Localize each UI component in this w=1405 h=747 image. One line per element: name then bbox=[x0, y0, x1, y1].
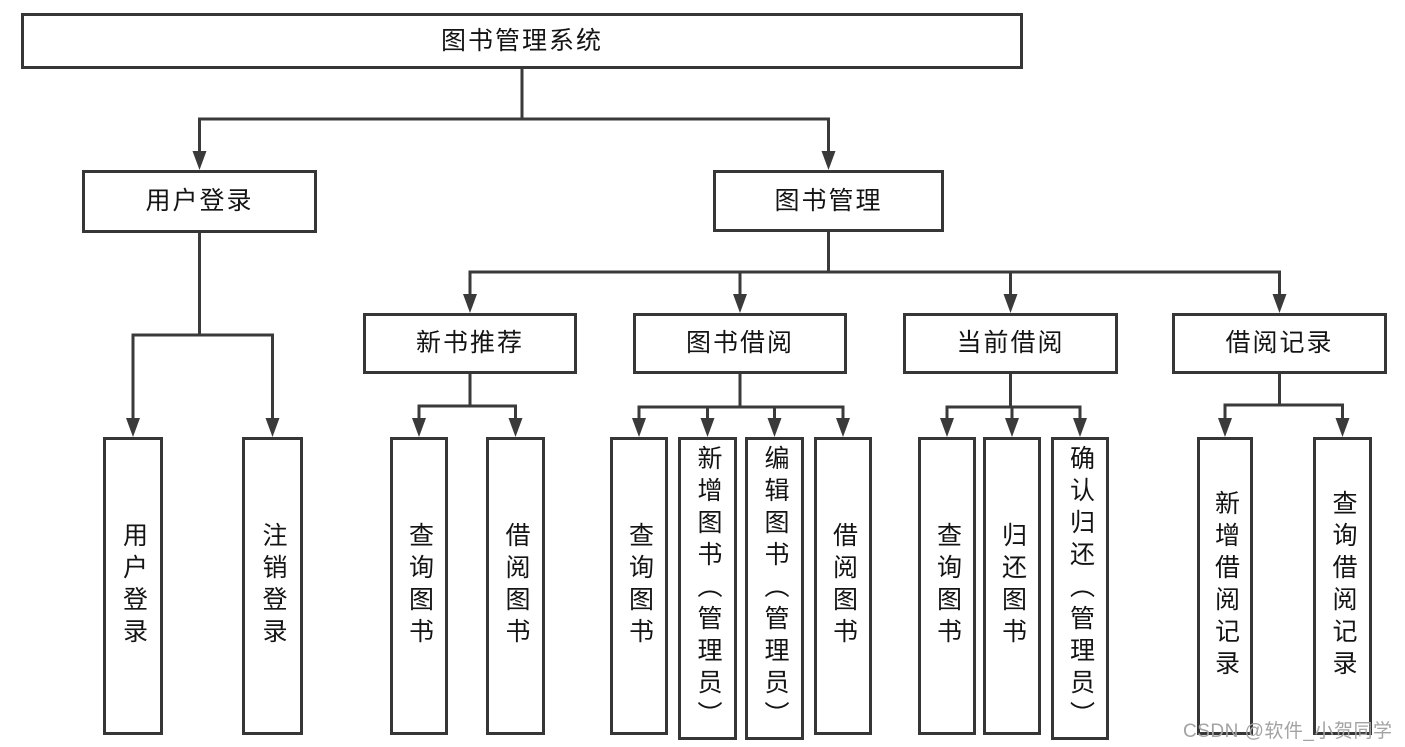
leaf-edit-books-admin: 编辑图书（管理员） bbox=[745, 437, 804, 740]
leaf-search-books: 查询图书 bbox=[610, 437, 668, 735]
connector-borrowing-records-branch bbox=[1218, 372, 1350, 437]
node-label: 当前借阅 bbox=[956, 329, 1065, 357]
leaf-user-login: 用户登录 bbox=[103, 437, 163, 735]
node-label: 图书管理 bbox=[774, 186, 883, 215]
csdn-watermark: CSDN @软件_小贺同学 bbox=[1183, 721, 1393, 742]
node-label: 图书管理系统 bbox=[440, 26, 603, 55]
node-book-borrowing: 图书借阅 bbox=[633, 313, 847, 374]
leaf-confirm-return-admin: 确认归还（管理员） bbox=[1051, 437, 1109, 740]
leaf-logout: 注销登录 bbox=[242, 437, 303, 735]
node-borrowing-records: 借阅记录 bbox=[1172, 313, 1387, 374]
node-label: 借阅记录 bbox=[1225, 329, 1334, 357]
node-library-management-system: 图书管理系统 bbox=[21, 13, 1023, 69]
leaf-return-books: 归还图书 bbox=[983, 437, 1041, 735]
node-label: 用户登录 bbox=[145, 187, 254, 215]
node-user-login: 用户登录 bbox=[82, 170, 317, 233]
leaf-borrow-books: 借阅图书 bbox=[814, 437, 872, 735]
leaf-search-books: 查询图书 bbox=[918, 437, 976, 735]
node-current-borrowing: 当前借阅 bbox=[903, 313, 1118, 374]
node-book-management: 图书管理 bbox=[713, 170, 944, 232]
leaf-add-books-admin: 新增图书（管理员） bbox=[678, 437, 737, 740]
connector-book-borrowing-branch bbox=[632, 372, 850, 437]
leaf-add-borrow-record: 新增借阅记录 bbox=[1197, 437, 1253, 735]
connector-root-to-level2 bbox=[192, 67, 836, 170]
connector-current-borrowing-branch bbox=[940, 372, 1087, 437]
connector-new-book-branch bbox=[412, 372, 523, 437]
node-label: 新书推荐 bbox=[415, 329, 524, 357]
leaf-search-borrow-record: 查询借阅记录 bbox=[1313, 437, 1372, 735]
node-label: 图书借阅 bbox=[685, 329, 794, 357]
connector-book-management-branch bbox=[463, 230, 1287, 313]
leaf-search-books: 查询图书 bbox=[390, 437, 448, 735]
connector-user-login-branch bbox=[126, 231, 280, 437]
node-new-book-recommendation: 新书推荐 bbox=[363, 313, 577, 374]
leaf-borrow-books: 借阅图书 bbox=[486, 437, 545, 735]
